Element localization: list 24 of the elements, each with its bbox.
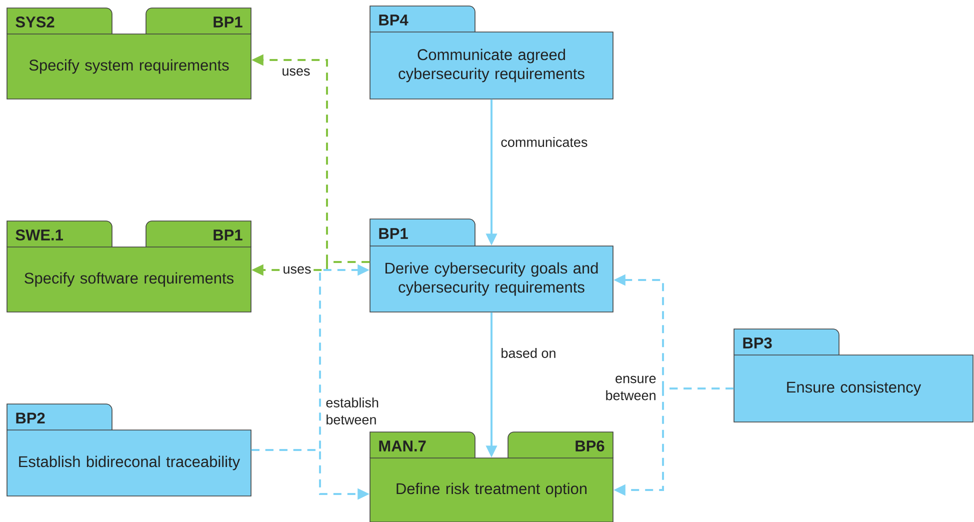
package-box: BP1 Derive cybersecurity goals and cybersecurity requirements (370, 218, 614, 312)
package-box: BP2 Establish bidireconal traceability (6, 404, 252, 496)
package-box: BP4 Communicate agreed cybersecurity requirements (370, 6, 614, 100)
package-box: SYS2 BP1 Specify system requirements (6, 8, 252, 100)
node-label: MAN.7 (379, 440, 426, 452)
edge-label: uses (282, 68, 310, 76)
node-label: SWE.1 (16, 230, 64, 240)
node-label: BP4 (379, 14, 408, 26)
edge-label: establish between (326, 398, 378, 424)
node-label: BP3 (743, 338, 772, 348)
edge-label: communicates (501, 137, 588, 147)
node-label: BP1 (379, 228, 408, 239)
package-box: SWE.1 BP1 Specify software requirements (6, 220, 252, 312)
node-label: BP1 (214, 230, 242, 240)
package-box: BP3 Ensure consistency (734, 328, 974, 422)
edge-label: uses (284, 266, 311, 274)
node-label: BP6 (576, 440, 604, 452)
package-box: MAN.7 BP6 Define risk treatment option (370, 432, 614, 522)
node-label: SYS2 (16, 16, 54, 28)
edge-label: ensure between (606, 376, 656, 400)
node-label: BP1 (214, 16, 242, 28)
node-label: Define risk treatment option (396, 482, 587, 498)
node-label: BP2 (16, 412, 45, 424)
edge-label: based on (502, 348, 556, 358)
